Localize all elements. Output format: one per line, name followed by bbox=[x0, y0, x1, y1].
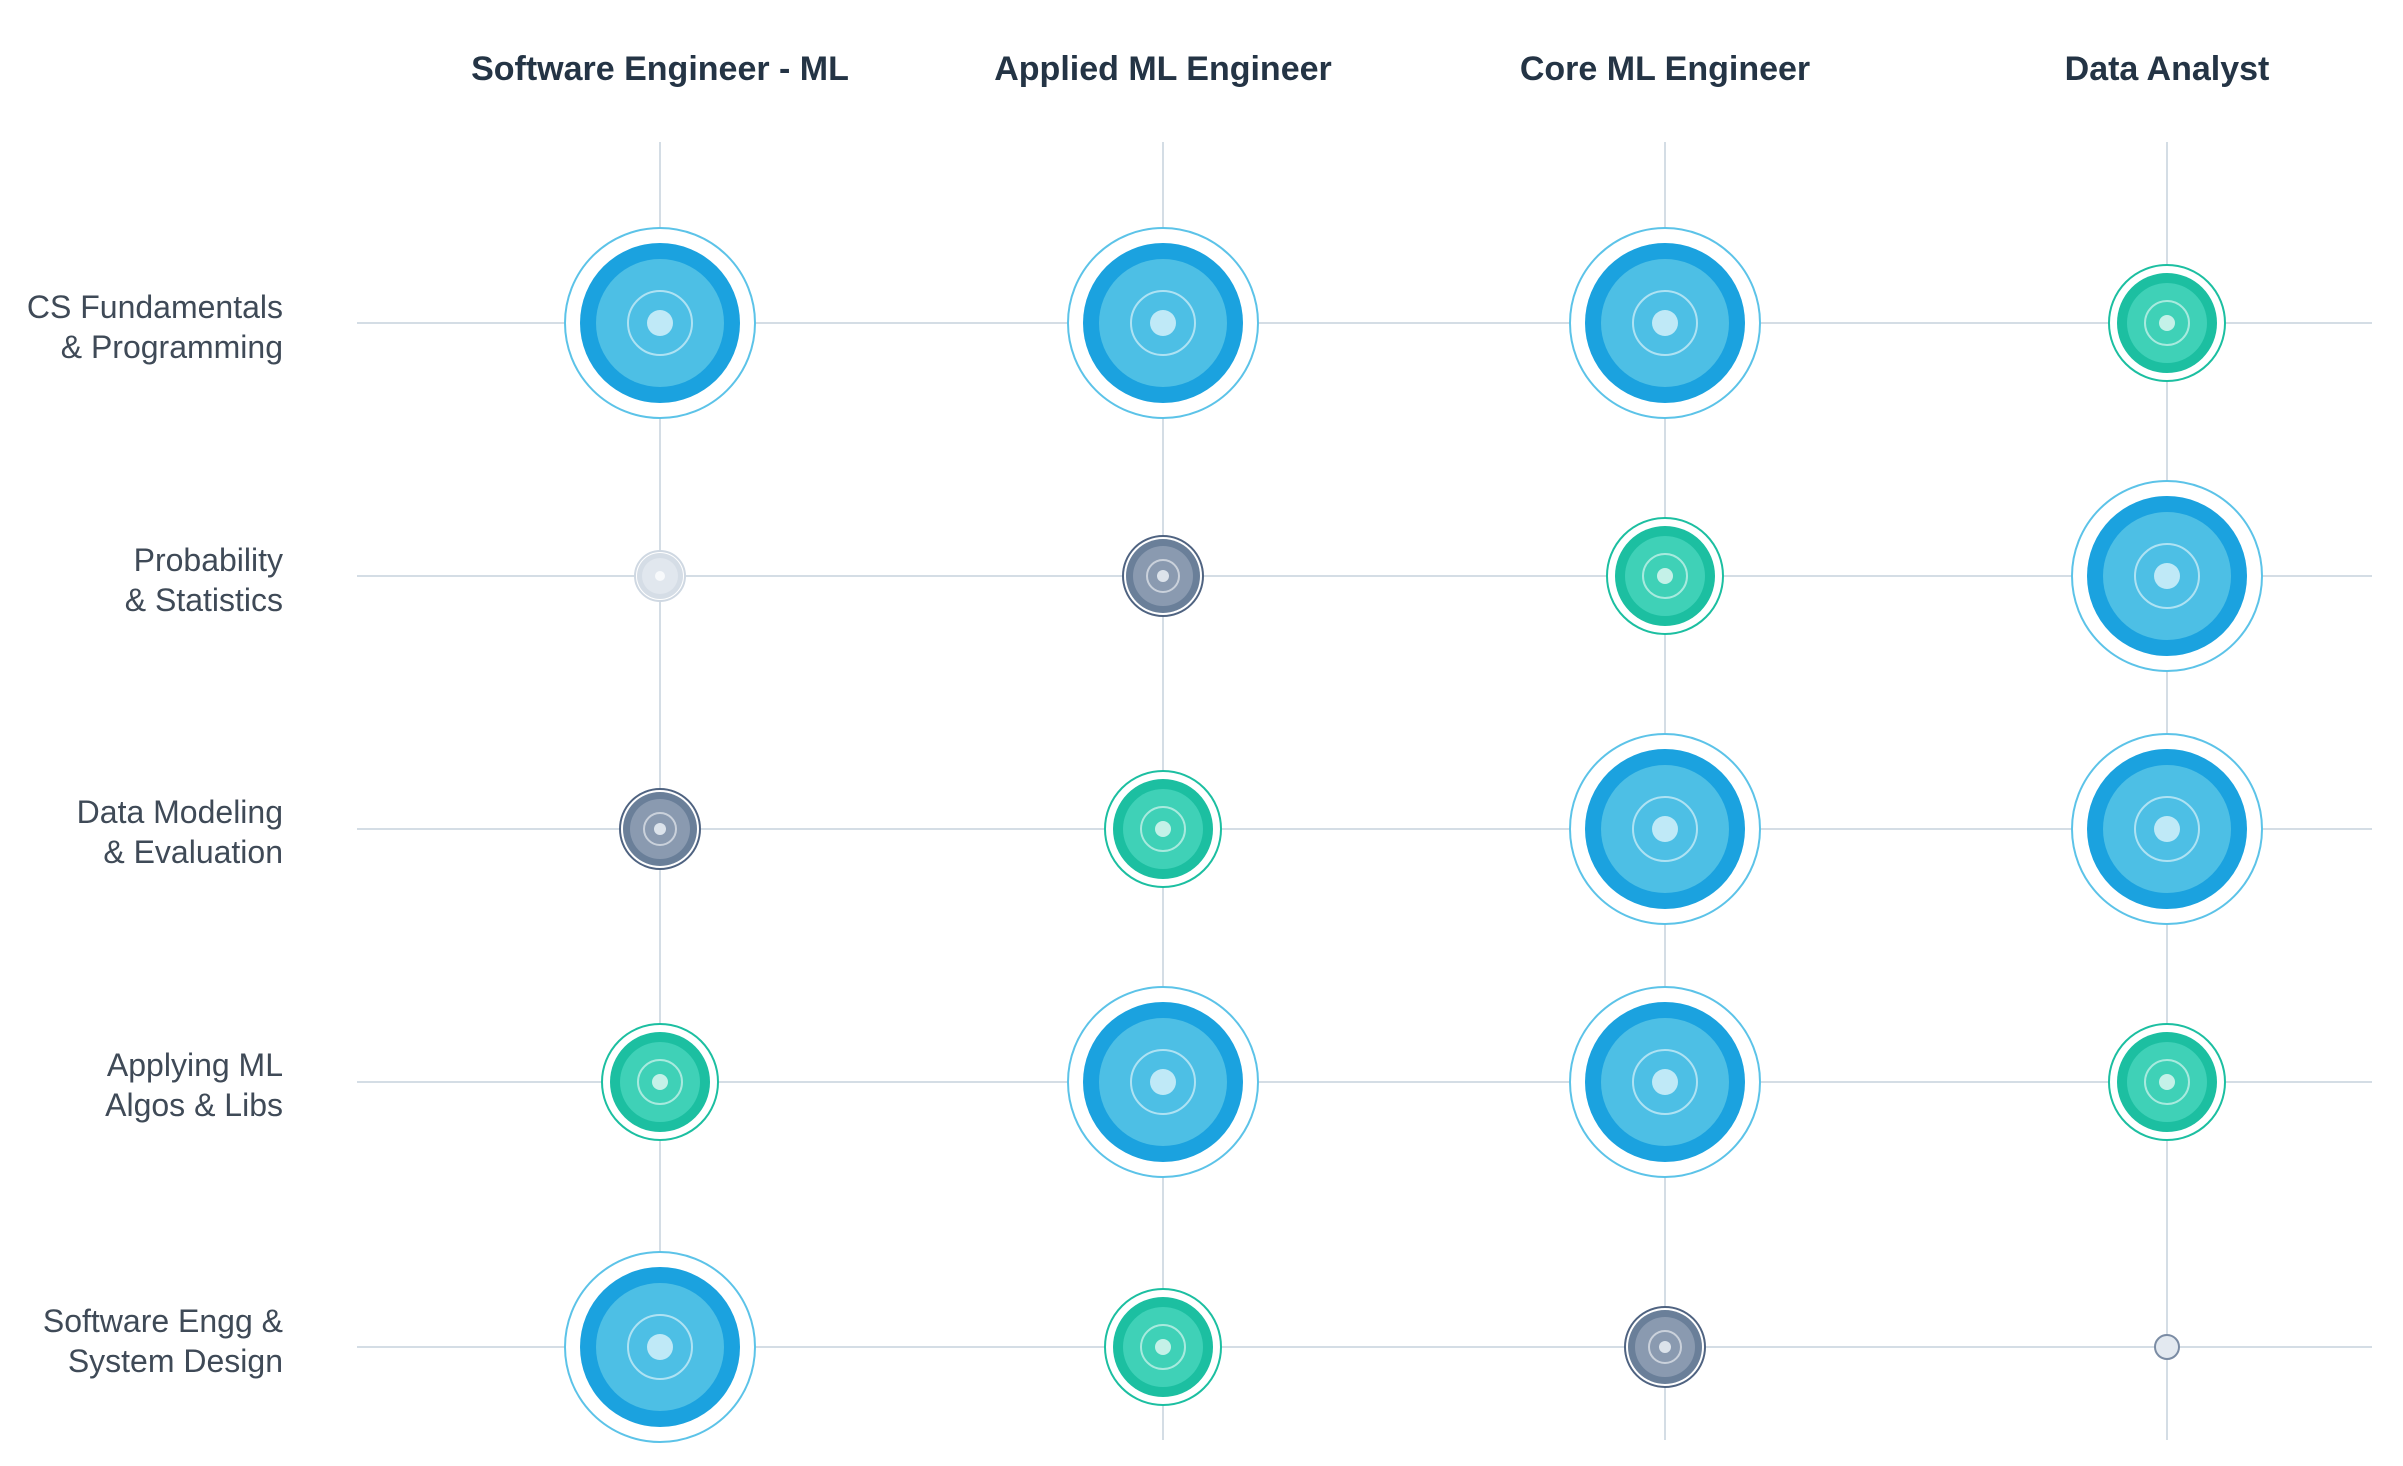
bubble-core bbox=[2154, 1334, 2180, 1360]
skill-bubble-medium bbox=[601, 1023, 719, 1141]
skill-bubble-medium bbox=[1104, 1288, 1222, 1406]
row-label-evaluation: & Evaluation bbox=[103, 834, 283, 870]
skill-bubble-medium bbox=[2108, 264, 2226, 382]
row-label-probability: Probability bbox=[134, 542, 283, 578]
skill-bubble-high bbox=[564, 1251, 756, 1443]
bubble-dot bbox=[1157, 570, 1169, 582]
bubble-ring bbox=[1130, 1049, 1196, 1115]
skill-bubble-medium bbox=[1104, 770, 1222, 888]
bubble-dot bbox=[655, 571, 665, 581]
bubble-ring bbox=[1140, 1324, 1186, 1370]
row-label-programming: & Programming bbox=[61, 329, 283, 365]
bubble-dot bbox=[2159, 1074, 2175, 1090]
bubble-ring bbox=[637, 1059, 683, 1105]
row-label-cs-fundamentals: CS Fundamentals bbox=[27, 289, 283, 325]
skill-bubble-high bbox=[2071, 480, 2263, 672]
bubble-ring bbox=[2134, 796, 2200, 862]
skill-bubble-low bbox=[1122, 535, 1204, 617]
skill-bubble-none bbox=[2154, 1334, 2180, 1360]
column-title-applied-ml-engineer: Applied ML Engineer bbox=[994, 50, 1332, 88]
skill-bubbles bbox=[564, 227, 2263, 1443]
skill-bubble-high bbox=[1569, 733, 1761, 925]
bubble-ring bbox=[2134, 543, 2200, 609]
skill-bubble-medium bbox=[1606, 517, 1724, 635]
bubble-ring bbox=[2144, 300, 2190, 346]
bubble-dot bbox=[2154, 816, 2180, 842]
row-label-algos-libs: Algos & Libs bbox=[105, 1087, 283, 1123]
skill-bubble-low bbox=[619, 788, 701, 870]
bubble-dot bbox=[647, 310, 673, 336]
bubble-ring bbox=[1632, 1049, 1698, 1115]
skill-bubble-low bbox=[1624, 1306, 1706, 1388]
bubble-dot bbox=[2159, 315, 2175, 331]
bubble-ring bbox=[1146, 559, 1180, 593]
bubble-dot bbox=[652, 1074, 668, 1090]
row-label-data-modeling: Data Modeling bbox=[77, 794, 283, 830]
bubble-dot bbox=[1652, 1069, 1678, 1095]
bubble-ring bbox=[1632, 290, 1698, 356]
bubble-dot bbox=[1652, 816, 1678, 842]
bubble-ring bbox=[2144, 1059, 2190, 1105]
column-titles: Software Engineer - ML Applied ML Engine… bbox=[471, 50, 2269, 88]
skill-bubble-medium bbox=[2108, 1023, 2226, 1141]
bubble-ring bbox=[1642, 553, 1688, 599]
bubble-dot bbox=[1150, 1069, 1176, 1095]
bubble-dot bbox=[1659, 1341, 1671, 1353]
row-label-statistics: & Statistics bbox=[125, 582, 283, 618]
bubble-ring bbox=[1140, 806, 1186, 852]
bubble-ring bbox=[627, 1314, 693, 1380]
column-title-core-ml-engineer: Core ML Engineer bbox=[1520, 50, 1810, 88]
skill-bubble-high bbox=[1569, 227, 1761, 419]
skill-bubble-minimal bbox=[634, 550, 686, 602]
bubble-dot bbox=[2154, 563, 2180, 589]
skill-bubble-high bbox=[1067, 227, 1259, 419]
bubble-ring bbox=[1648, 1330, 1682, 1364]
skill-bubble-high bbox=[564, 227, 756, 419]
bubble-dot bbox=[1155, 1339, 1171, 1355]
bubble-dot bbox=[1657, 568, 1673, 584]
bubble-dot bbox=[1150, 310, 1176, 336]
row-label-applying-ml: Applying ML bbox=[107, 1047, 283, 1083]
skill-bubble-high bbox=[1569, 986, 1761, 1178]
row-label-software-engg: Software Engg & bbox=[43, 1303, 283, 1339]
bubble-dot bbox=[654, 823, 666, 835]
column-title-software-engineer-ml: Software Engineer - ML bbox=[471, 50, 849, 88]
row-label-system-design: System Design bbox=[68, 1343, 283, 1379]
bubble-ring bbox=[1130, 290, 1196, 356]
skill-bubble-high bbox=[1067, 986, 1259, 1178]
bubble-ring bbox=[627, 290, 693, 356]
bubble-dot bbox=[647, 1334, 673, 1360]
bubble-ring bbox=[1632, 796, 1698, 862]
bubble-dot bbox=[1652, 310, 1678, 336]
skill-bubble-high bbox=[2071, 733, 2263, 925]
bubble-ring bbox=[643, 812, 677, 846]
column-title-data-analyst: Data Analyst bbox=[2065, 50, 2270, 88]
row-labels: CS Fundamentals & Programming Probabilit… bbox=[27, 289, 283, 1379]
bubble-dot bbox=[1155, 821, 1171, 837]
